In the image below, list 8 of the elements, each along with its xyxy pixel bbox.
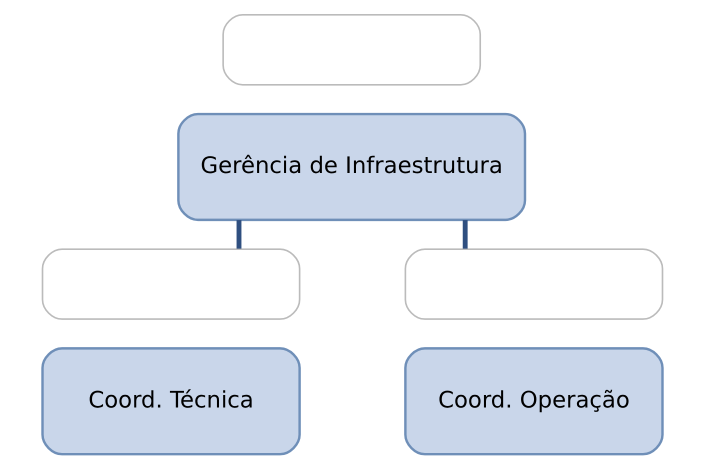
node-box: Coord. Operação <box>404 347 664 456</box>
node-box <box>41 248 300 320</box>
connector <box>462 220 468 249</box>
connector <box>236 220 241 249</box>
node-box: Gerência de Infraestrutura <box>176 112 526 222</box>
node-box <box>222 14 481 86</box>
node-box: Coord. Técnica <box>40 347 300 456</box>
node-box <box>404 248 663 320</box>
